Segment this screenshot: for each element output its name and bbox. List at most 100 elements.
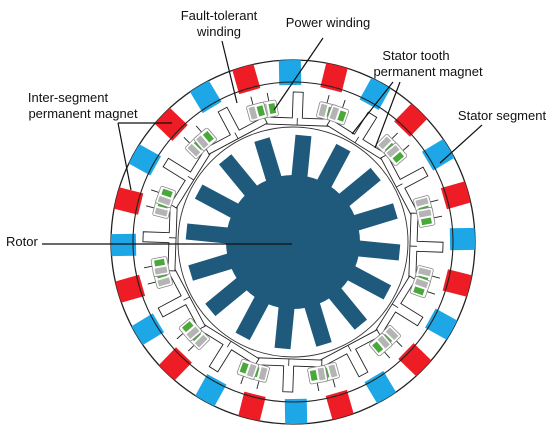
label-rotor: Rotor: [6, 234, 38, 249]
inter-segment-magnet-block: [157, 347, 192, 382]
inter-segment-magnet: [153, 106, 188, 141]
inter-segment-magnet: [194, 373, 227, 408]
fault-tolerant-winding: [246, 363, 257, 378]
inter-segment-magnet-block: [394, 102, 429, 137]
stator-tooth-magnet: [187, 175, 194, 181]
coil-housing: [416, 207, 436, 228]
inter-segment-magnet-block: [238, 391, 266, 423]
power-winding: [337, 110, 347, 122]
fault-tolerant-winding: [194, 334, 208, 348]
inter-segment-magnet: [364, 370, 397, 405]
inter-segment-magnet-block: [320, 61, 348, 93]
inter-segment-magnet: [112, 187, 144, 215]
stator-tooth-magnet: [396, 183, 403, 188]
inter-segment-magnet: [130, 313, 165, 346]
inter-segment-magnet: [111, 233, 137, 257]
fault-tolerant-winding: [186, 326, 200, 339]
inter-segment-magnet-block: [398, 343, 433, 378]
coil-pair: [369, 333, 393, 357]
leader-stator-tooth-pm-a: [351, 81, 394, 135]
rotor-hub: [226, 175, 360, 309]
windings: [150, 99, 436, 385]
power-winding: [309, 370, 318, 381]
label-stator-tooth-pm-line2: permanent magnet: [373, 64, 483, 79]
rotor: [185, 134, 401, 350]
power-winding: [413, 286, 425, 296]
fault-tolerant-winding: [154, 266, 168, 275]
inter-segment-magnet-block: [111, 233, 137, 257]
fault-tolerant-winding: [414, 278, 429, 289]
inter-segment-magnet-block: [130, 313, 165, 346]
coil-housing: [178, 318, 202, 342]
inter-segment-magnet: [189, 79, 222, 114]
inter-segment-magnet: [278, 60, 302, 86]
inter-segment-magnet: [157, 347, 192, 382]
inter-segment-magnet: [359, 76, 392, 111]
fault-tolerant-winding: [154, 207, 168, 217]
fault-tolerant-winding: [317, 367, 326, 381]
coil-pair: [307, 365, 328, 385]
inter-segment-magnet: [284, 398, 308, 424]
inter-segment-magnet: [394, 102, 429, 137]
inter-segment-magnet-block: [278, 60, 302, 86]
inter-segment-magnet-block: [112, 187, 144, 215]
inter-segment-magnet-block: [364, 370, 397, 405]
fault-tolerant-winding: [258, 367, 268, 381]
fault-tolerant-winding: [328, 364, 338, 378]
leader-stator-tooth-pm-b: [374, 81, 401, 149]
coil-housing: [384, 142, 408, 166]
coil-pair: [416, 207, 436, 228]
label-fault-tolerant-line2: winding: [196, 24, 241, 39]
coil-pair: [409, 276, 431, 299]
leader-power-winding: [273, 37, 324, 111]
leader-stator-segment: [439, 124, 483, 164]
inter-segment-magnet-block: [114, 274, 146, 304]
label-power-winding: Power winding: [286, 15, 371, 30]
label-stator-segment: Stator segment: [458, 108, 547, 123]
coil-pair: [155, 185, 177, 208]
inter-segment-magnet: [421, 138, 456, 171]
stator-bore-boundary: [177, 126, 409, 358]
coil-pair: [327, 104, 350, 126]
leader-inter-segment-b: [117, 122, 132, 191]
power-winding: [202, 131, 214, 143]
inter-segment-magnet: [442, 269, 474, 297]
inter-segment-magnets: [111, 60, 475, 424]
fault-tolerant-winding: [196, 135, 209, 149]
fault-tolerant-winding: [157, 277, 171, 287]
coil-housing: [307, 365, 328, 385]
coil-pair: [236, 358, 259, 380]
stator-tooth-magnet: [347, 345, 352, 352]
inter-segment-magnet: [440, 180, 472, 210]
inter-segment-magnet: [424, 308, 459, 341]
coil-pair: [178, 318, 202, 342]
inter-segment-magnet-block: [231, 63, 261, 95]
stator-tooth-magnet: [226, 341, 232, 348]
inter-segment-magnet-block: [442, 269, 474, 297]
stator-tooth-magnet: [392, 303, 399, 309]
fault-tolerant-winding: [418, 267, 432, 277]
inter-segment-magnet-block: [421, 138, 456, 171]
inter-segment-magnet-block: [449, 227, 475, 251]
power-winding: [372, 341, 384, 353]
inter-segment-magnet-block: [325, 389, 355, 421]
coil-housing: [150, 256, 170, 277]
stator-tooth-magnet: [234, 132, 239, 139]
inter-segment-magnet: [127, 143, 162, 176]
inter-segment-magnet-block: [359, 76, 392, 111]
inter-segment-magnet: [398, 343, 433, 378]
coil-housing: [193, 127, 217, 151]
stator-tooth-magnet: [183, 296, 190, 301]
inter-segment-magnet: [231, 63, 261, 95]
fault-tolerant-winding: [385, 327, 399, 341]
fault-tolerant-winding: [187, 143, 201, 157]
label-stator-tooth-pm-line1: Stator tooth: [382, 48, 449, 63]
inter-segment-magnet-block: [189, 79, 222, 114]
inter-segment-magnet-block: [284, 398, 308, 424]
leader-lines: [42, 37, 483, 245]
inter-segment-magnet: [320, 61, 348, 93]
inter-segment-magnet: [325, 389, 355, 421]
fault-tolerant-winding: [318, 103, 328, 117]
label-inter-segment-line1: Inter-segment: [28, 90, 109, 105]
